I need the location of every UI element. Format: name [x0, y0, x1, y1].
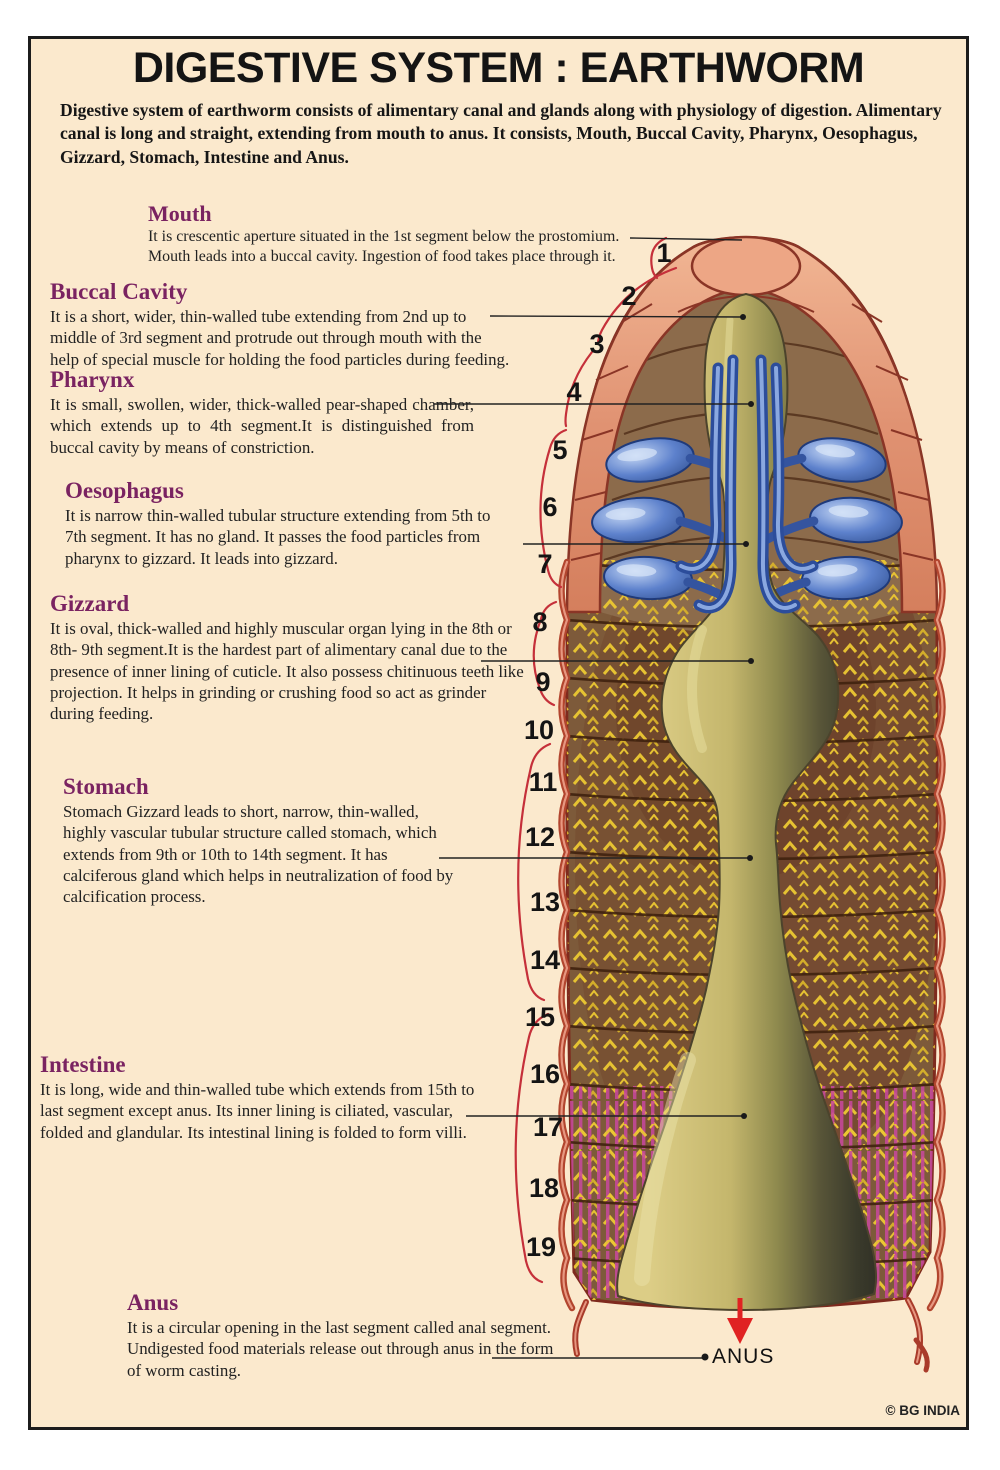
segment-number-14: 14	[530, 945, 560, 975]
page-title: DIGESTIVE SYSTEM : EARTHWORM	[132, 44, 865, 92]
segment-number-12: 12	[525, 822, 555, 852]
section-oesophagus: Oesophagus It is narrow thin-walled tubu…	[65, 478, 515, 569]
section-heading: Buccal Cavity	[50, 279, 188, 304]
section-body: It is narrow thin-walled tubular structu…	[65, 506, 491, 568]
segment-number-15: 15	[525, 1002, 555, 1032]
blood-vessel-loops	[675, 354, 819, 614]
section-heading: Gizzard	[50, 591, 130, 616]
section-body: It is small, swollen, wider, thick-walle…	[50, 395, 474, 457]
section-body: It is a circular opening in the last seg…	[127, 1318, 554, 1380]
anus-arrow-icon	[727, 1298, 753, 1344]
section-body: It is long, wide and thin-walled tube wh…	[40, 1080, 475, 1142]
section-stomach: Stomach Stomach Gizzard leads to short, …	[63, 774, 457, 908]
segment-edge-scallops	[558, 558, 946, 1373]
segment-number-7: 7	[537, 549, 552, 579]
segment-number-10: 10	[524, 715, 554, 745]
anus-diagram-label: ANUS	[712, 1345, 775, 1368]
section-heading: Intestine	[40, 1052, 126, 1077]
section-heading: Pharynx	[50, 367, 135, 392]
section-body: Stomach Gizzard leads to short, narrow, …	[63, 802, 454, 907]
section-body: It is oval, thick-walled and highly musc…	[50, 619, 524, 724]
section-intestine: Intestine It is long, wide and thin-wall…	[40, 1052, 482, 1143]
segment-number-5: 5	[552, 435, 567, 465]
leader-line-buccal-cavity	[489, 315, 744, 318]
section-pharynx: Pharynx It is small, swollen, wider, thi…	[50, 367, 474, 458]
section-body: It is a short, wider, thin-walled tube e…	[50, 307, 510, 369]
segment-number-9: 9	[535, 667, 550, 697]
segment-number-2: 2	[621, 281, 636, 311]
segment-number-8: 8	[532, 607, 547, 637]
publisher-credit: © BG INDIA	[885, 1403, 960, 1418]
alimentary-canal	[616, 292, 878, 1312]
section-heading: Mouth	[148, 201, 212, 226]
section-body: It is crescentic aperture situated in th…	[148, 228, 620, 266]
segment-number-3: 3	[589, 329, 604, 359]
segment-braces	[514, 236, 678, 1284]
worm-body	[558, 235, 946, 1373]
section-gizzard: Gizzard It is oval, thick-walled and hig…	[50, 591, 530, 725]
segment-number-19: 19	[526, 1232, 556, 1262]
section-heading: Oesophagus	[65, 478, 184, 503]
leader-lines	[434, 237, 754, 1361]
prostomium	[690, 235, 802, 297]
segment-number-13: 13	[530, 887, 560, 917]
section-buccal-cavity: Buccal Cavity It is a short, wider, thin…	[50, 279, 514, 370]
segment-number-1: 1	[656, 238, 671, 268]
segment-number-11: 11	[529, 767, 558, 797]
segment-number-16: 16	[530, 1059, 560, 1089]
leader-line-mouth	[629, 237, 743, 241]
segment-number-17: 17	[533, 1112, 563, 1142]
section-anus: Anus It is a circular opening in the las…	[127, 1290, 561, 1381]
section-mouth: Mouth It is crescentic aperture situated…	[148, 202, 662, 267]
segment-number-18: 18	[529, 1173, 559, 1203]
section-heading: Stomach	[63, 774, 149, 799]
section-heading: Anus	[127, 1290, 179, 1315]
segment-number-4: 4	[566, 377, 581, 407]
segment-number-6: 6	[542, 492, 557, 522]
intro-paragraph: Digestive system of earthworm consists o…	[60, 100, 942, 167]
